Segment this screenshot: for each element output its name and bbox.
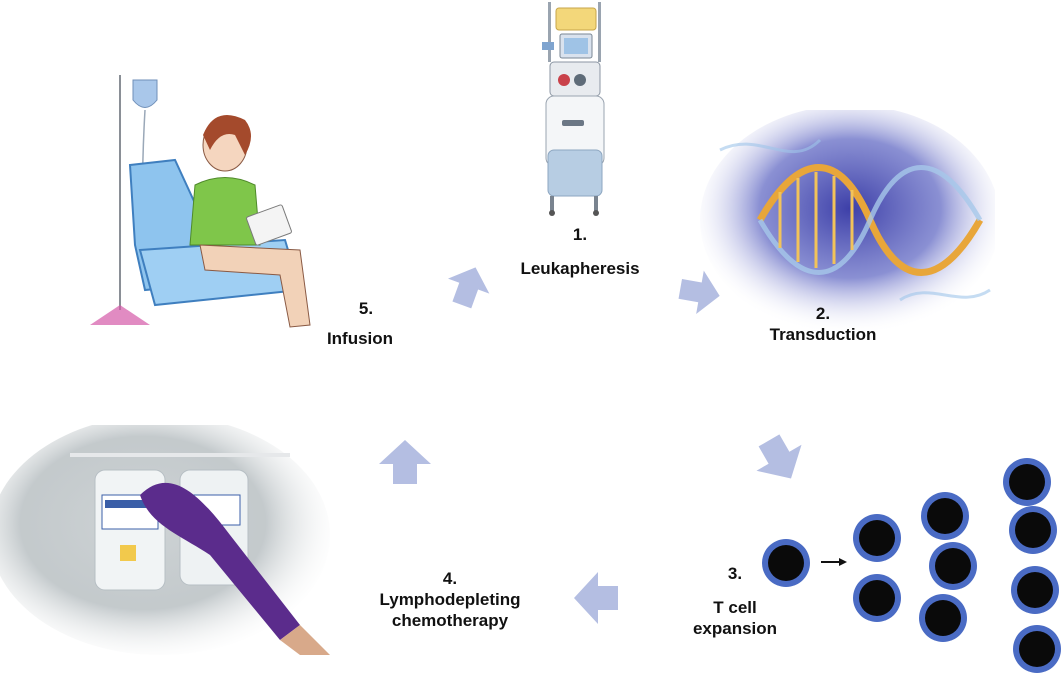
step-1-title: Leukapheresis: [520, 259, 640, 278]
step-4-label: 4. Lymphodepleting chemotherapy: [360, 568, 540, 631]
step-5-title: Infusion: [326, 329, 394, 348]
arrow-3-to-4: [574, 572, 618, 624]
arrow-1-to-2: [678, 270, 720, 315]
dna-illustration: [700, 110, 995, 340]
step-3-number: 3.: [727, 564, 743, 583]
single-t-cell: [762, 539, 810, 587]
patient-infusion-illustration: [85, 75, 315, 335]
dna-helix-icon: [700, 110, 995, 335]
step-3-label: 3. T cell expansion: [660, 563, 810, 639]
step-4-title-line2: chemotherapy: [391, 611, 509, 630]
step-2-label: 2. Transduction: [743, 303, 903, 345]
cell-expansion-diagram: [755, 455, 1064, 674]
expansion-arrow: [821, 558, 847, 566]
step-1-number: 1.: [572, 225, 588, 244]
iv-bags-photo: [0, 425, 330, 655]
step-2-title: Transduction: [769, 325, 877, 344]
step-4-title-line1: Lymphodepleting: [379, 590, 521, 609]
apheresis-machine-icon: [542, 2, 605, 216]
apheresis-machine-illustration: [528, 0, 618, 220]
patient-infusion-icon: [90, 75, 311, 328]
arrow-5-to-1: [448, 267, 490, 309]
step-5-number: 5.: [358, 299, 374, 318]
iv-bags-icon: [0, 425, 330, 655]
arrow-4-to-5: [379, 440, 431, 484]
step-2-number: 2.: [815, 304, 831, 323]
cell-expansion-icon: [762, 458, 1061, 673]
arrow-2-to-3: [756, 434, 802, 479]
expanded-t-cells: [853, 458, 1061, 673]
step-5-label: 5. Infusion: [280, 298, 440, 349]
step-4-number: 4.: [442, 569, 458, 588]
step-3-title-line2: expansion: [692, 619, 778, 638]
step-1-label: 1. Leukapheresis: [500, 224, 660, 279]
step-3-title-line1: T cell: [713, 598, 757, 617]
